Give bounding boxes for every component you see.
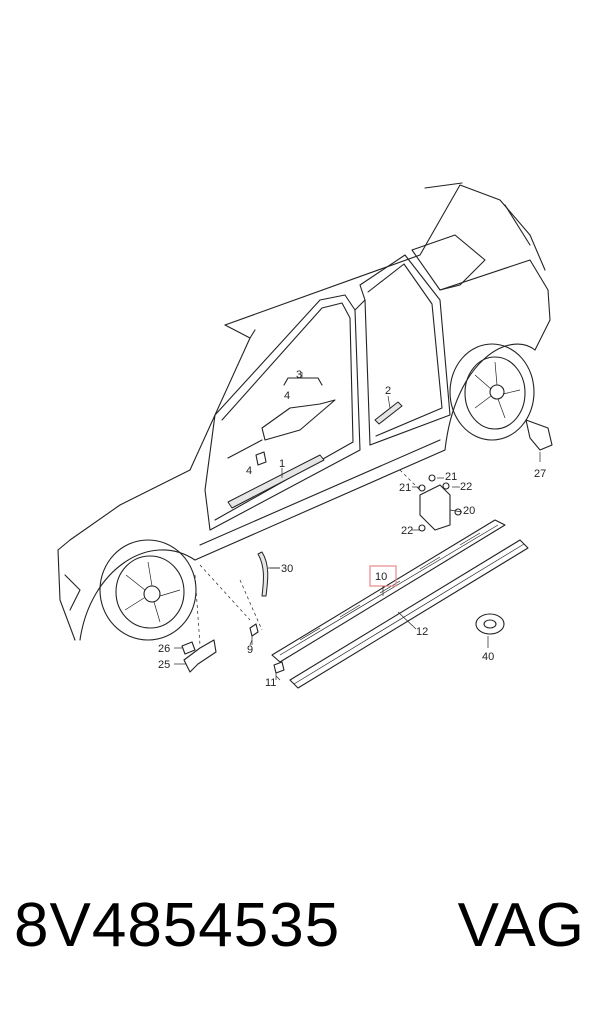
callout-leaders: [249, 477, 460, 681]
footer: 8V4854535 VAG: [0, 890, 600, 980]
callout-20: 20: [463, 505, 475, 517]
bracket-25-26: [174, 639, 217, 673]
callout-25: 25: [158, 659, 170, 671]
callout-26: 26: [158, 643, 170, 655]
callout-2: 2: [385, 385, 391, 397]
leader-lines: [194, 469, 421, 646]
callout-10: 10: [375, 571, 387, 583]
callout-21: 21: [399, 482, 411, 494]
door-strip-1: [227, 454, 325, 509]
callout-4: 4: [284, 390, 290, 402]
bracket-20: [418, 474, 463, 532]
parts-diagram: 3 4 4 2 1 21 21 22 22 20 27 30 10 12 40 …: [57, 182, 553, 689]
callout-1: 1: [279, 458, 285, 470]
callout-21: 21: [445, 471, 457, 483]
callout-40: 40: [482, 651, 494, 663]
car-body-outline: [57, 182, 551, 641]
door-trim-3-4: [227, 372, 336, 459]
part-number: 8V4854535: [14, 891, 341, 960]
callout-9: 9: [247, 644, 253, 656]
callout-labels: 3 4 4 2 1 21 21 22 22 20 27 30 10 12 40 …: [158, 369, 546, 689]
callout-11: 11: [265, 677, 276, 689]
trim-30: [257, 551, 269, 597]
sill-cover-12: [289, 539, 529, 689]
mudguard-27: [525, 419, 553, 451]
callout-22: 22: [401, 525, 413, 537]
callout-3: 3: [296, 369, 302, 381]
callout-22: 22: [460, 481, 472, 493]
clips-9-11: [249, 623, 285, 680]
door-strip-2: [374, 395, 403, 425]
clip-4: [255, 451, 267, 466]
sill-strip-10: [271, 519, 506, 663]
callout-30: 30: [281, 563, 293, 575]
callout-4: 4: [246, 465, 252, 477]
brand-label: VAG: [457, 891, 584, 960]
callout-12: 12: [416, 626, 428, 638]
callout-27: 27: [534, 468, 546, 480]
tape-roll-40: [475, 613, 505, 648]
